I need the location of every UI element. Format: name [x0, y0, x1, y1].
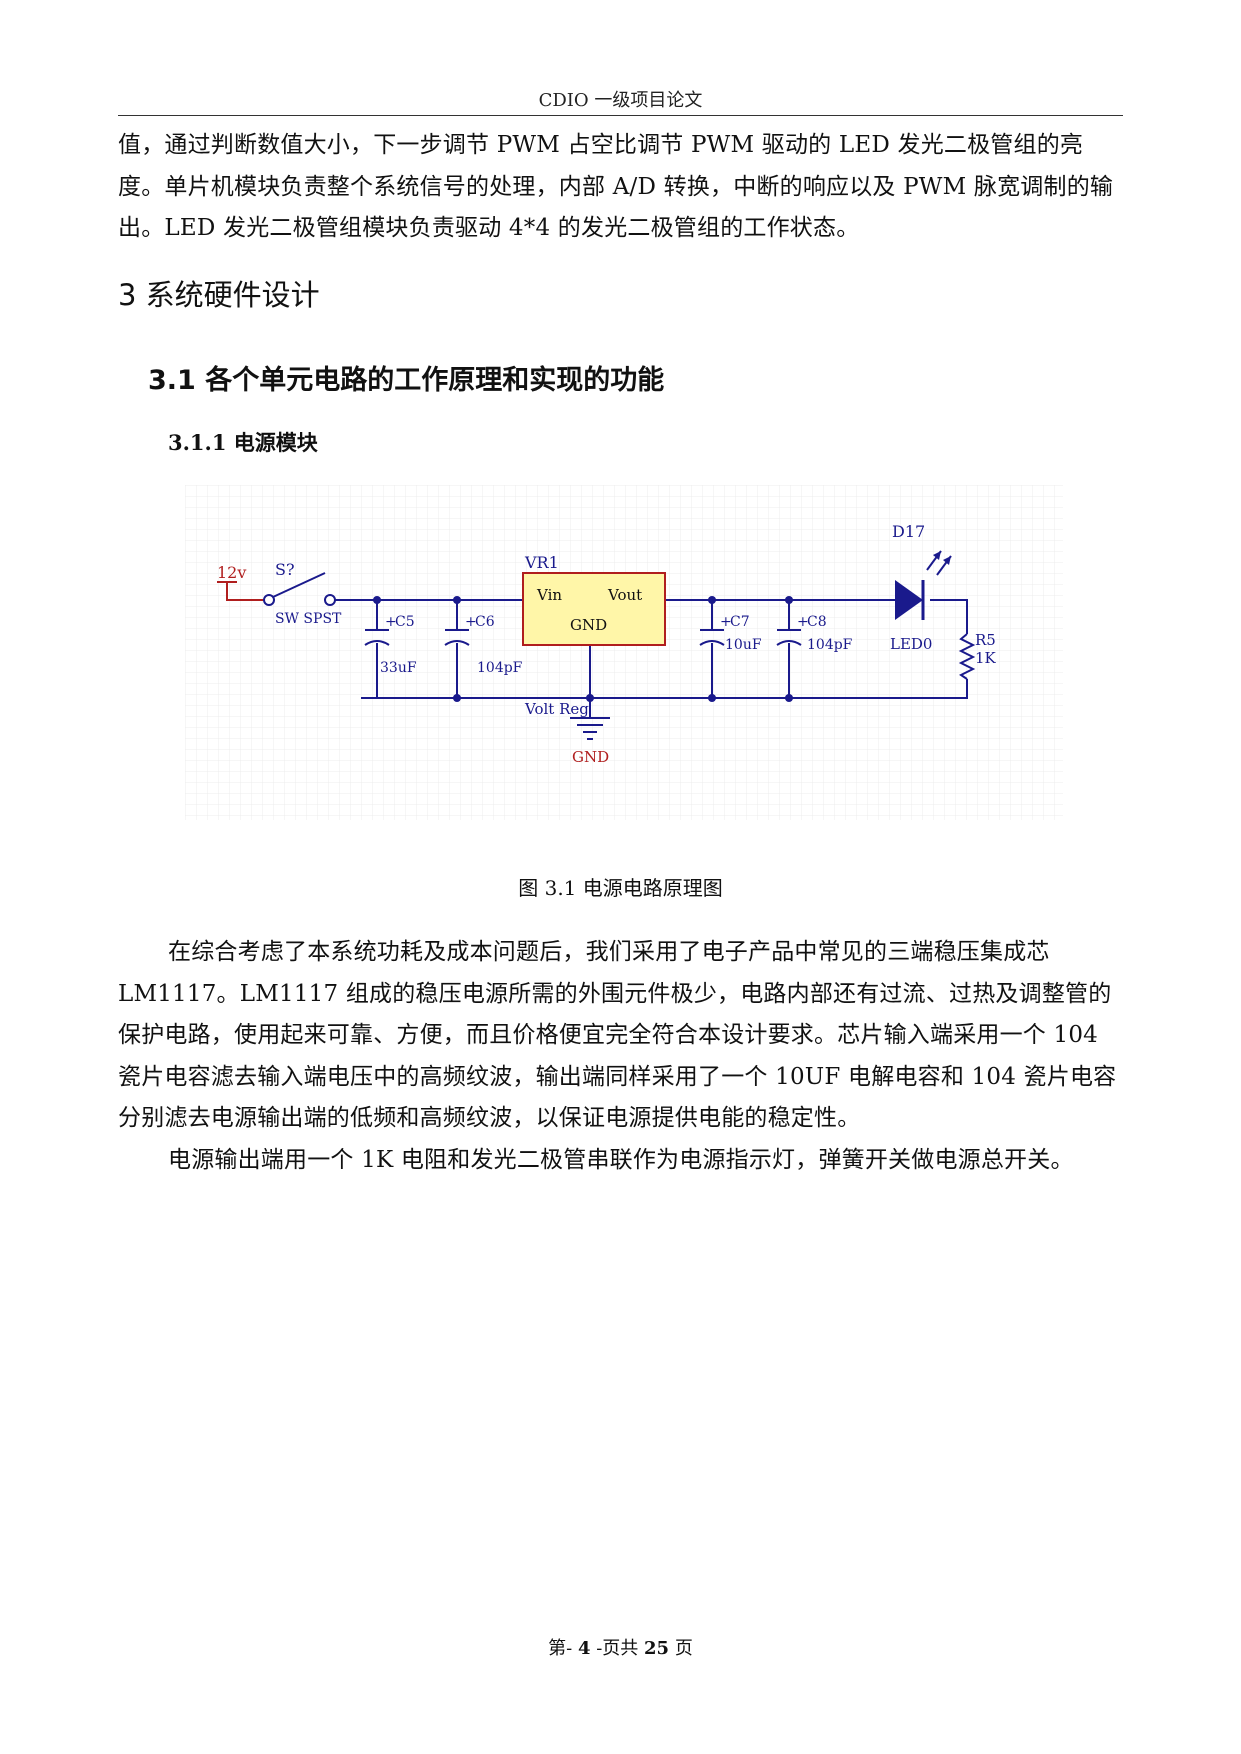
footer-page-number: 4 — [577, 1638, 591, 1659]
label-12v: 12v — [217, 563, 246, 582]
paragraph-indicator: 电源输出端用一个 1K 电阻和发光二极管串联作为电源指示灯，弹簧开关做电源总开关… — [168, 1147, 1074, 1173]
label-c5-value: 33uF — [380, 660, 417, 676]
page-footer: 第- 4 -页共 25 页 — [0, 1634, 1241, 1660]
label-switch-ref: S? — [275, 560, 295, 579]
label-c8: C8 — [807, 614, 827, 630]
power-circuit-figure: 12v S? SW SPST + C5 33uF + C6 104pF + C7… — [185, 485, 1063, 820]
figure-caption: 图 3.1 电源电路原理图 — [518, 876, 723, 900]
label-vout: Vout — [607, 586, 642, 604]
label-vr1: VR1 — [524, 553, 559, 572]
subsection-heading: 3.1 各个单元电路的工作原理和实现的功能 — [148, 365, 665, 396]
paragraph-intro: 值，通过判断数值大小，下一步调节 PWM 占空比调节 PWM 驱动的 LED 发… — [118, 132, 1114, 241]
label-r5-value: 1K — [975, 649, 997, 667]
label-c6-value: 104pF — [477, 660, 523, 676]
regulator-chip — [522, 572, 666, 646]
grid-background — [185, 485, 1063, 820]
led-symbol — [895, 550, 952, 620]
page-header: CDIO 一级项目论文 — [538, 90, 703, 111]
footer-middle: -页共 — [590, 1638, 645, 1659]
label-c8-value: 104pF — [807, 637, 853, 653]
footer-suffix: 页 — [669, 1638, 693, 1659]
label-switch-type: SW SPST — [275, 611, 342, 627]
header-rule — [118, 115, 1123, 116]
label-c7-value: 10uF — [725, 637, 762, 653]
resistor-symbol — [958, 633, 976, 680]
capacitor-symbols — [364, 629, 802, 646]
label-d17: D17 — [892, 522, 925, 541]
section-heading: 3 系统硬件设计 — [118, 278, 320, 312]
plus-c5: + — [385, 614, 397, 630]
switch-symbol — [263, 572, 336, 606]
label-vin: Vin — [536, 586, 562, 604]
label-c5: C5 — [395, 614, 415, 630]
footer-prefix: 第- — [548, 1638, 578, 1659]
wires — [226, 582, 968, 718]
paragraph-body: 在综合考虑了本系统功耗及成本问题后，我们采用了电子产品中常见的三端稳压集成芯 L… — [118, 939, 1117, 1131]
label-led0: LED0 — [890, 635, 932, 653]
label-r5: R5 — [975, 631, 996, 649]
plus-c7: + — [720, 614, 732, 630]
ground-symbol — [570, 717, 610, 740]
label-gnd-pin: GND — [570, 616, 607, 634]
label-c7: C7 — [730, 614, 750, 630]
footer-total-pages: 25 — [644, 1638, 670, 1659]
plus-c6: + — [465, 614, 477, 630]
junction-dots — [373, 596, 793, 702]
plus-c8: + — [797, 614, 809, 630]
label-volt-reg: Volt Reg — [524, 700, 589, 718]
label-c6: C6 — [475, 614, 495, 630]
label-gnd: GND — [572, 748, 609, 766]
schematic-diagram: 12v S? SW SPST + C5 33uF + C6 104pF + C7… — [185, 485, 1063, 820]
subsubsection-heading: 3.1.1 电源模块 — [168, 430, 318, 455]
